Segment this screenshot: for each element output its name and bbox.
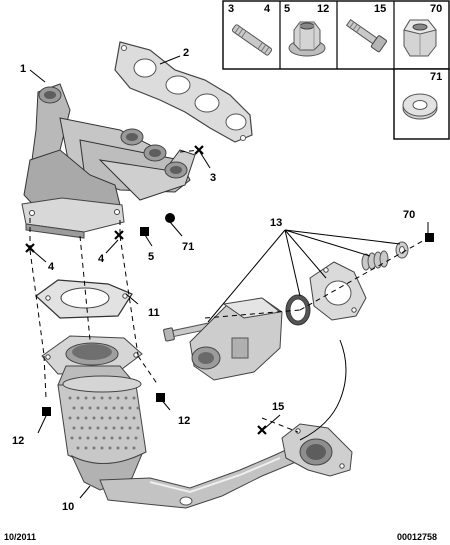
legend-nut-left-label: 5 — [284, 3, 290, 15]
callout-1: 1 — [20, 63, 26, 75]
fastener-markers — [25, 145, 267, 435]
washer-marker-71 — [165, 213, 175, 223]
callout-4-right: 4 — [98, 253, 105, 265]
callout-70: 70 — [403, 209, 415, 221]
legend-cell-hex-nut: 70 — [403, 3, 442, 57]
spring-icon — [361, 250, 389, 271]
legend-nut-right-label: 12 — [317, 3, 329, 15]
footer-reference-number: 00012758 — [397, 532, 437, 542]
flange-nut-icon — [288, 21, 326, 57]
callout-13: 13 — [270, 217, 282, 229]
callout-71: 71 — [182, 241, 194, 253]
legend-stud-left-label: 3 — [228, 3, 234, 15]
callout-15: 15 — [272, 401, 284, 413]
legend-cell-stud: 3 4 — [228, 3, 273, 56]
callout-11: 11 — [148, 307, 160, 319]
parts-legend: 3 4 5 12 — [222, 0, 450, 140]
exhaust-joint-assembly — [163, 233, 434, 441]
catalytic-converter — [41, 335, 353, 509]
bolt-icon — [345, 18, 387, 53]
callout-12-left: 12 — [12, 435, 24, 447]
leader-lines — [29, 55, 429, 499]
callout-10: 10 — [62, 501, 74, 513]
washer-icon — [402, 93, 438, 120]
callout-12-right: 12 — [178, 415, 190, 427]
legend-cell-washer: 71 — [402, 71, 442, 120]
callout-labels: 1 2 3 4 4 5 71 11 12 12 13 15 70 10 — [12, 47, 415, 513]
alignment-lines — [29, 149, 429, 433]
exhaust-manifold — [21, 83, 196, 239]
callout-4-left: 4 — [48, 261, 55, 273]
flange-gasket — [35, 279, 133, 319]
nut-marker-5 — [140, 227, 149, 236]
callout-2: 2 — [183, 47, 189, 59]
legend-cell-bolt: 15 — [345, 3, 387, 53]
callout-3: 3 — [210, 172, 216, 184]
legend-hexnut-right-label: 70 — [430, 3, 442, 15]
footer-date: 10/2011 — [4, 532, 36, 542]
legend-washer-right-label: 71 — [430, 71, 442, 83]
callout-5: 5 — [148, 251, 154, 263]
legend-cell-flange-nut: 5 12 — [284, 3, 329, 57]
legend-stud-right-label: 4 — [264, 3, 271, 15]
heat-shield-perforations — [68, 396, 140, 450]
legend-bolt-right-label: 15 — [374, 3, 386, 15]
manifold-gasket — [114, 41, 253, 143]
stud-icon — [231, 24, 273, 56]
hex-nut-icon — [403, 19, 437, 57]
